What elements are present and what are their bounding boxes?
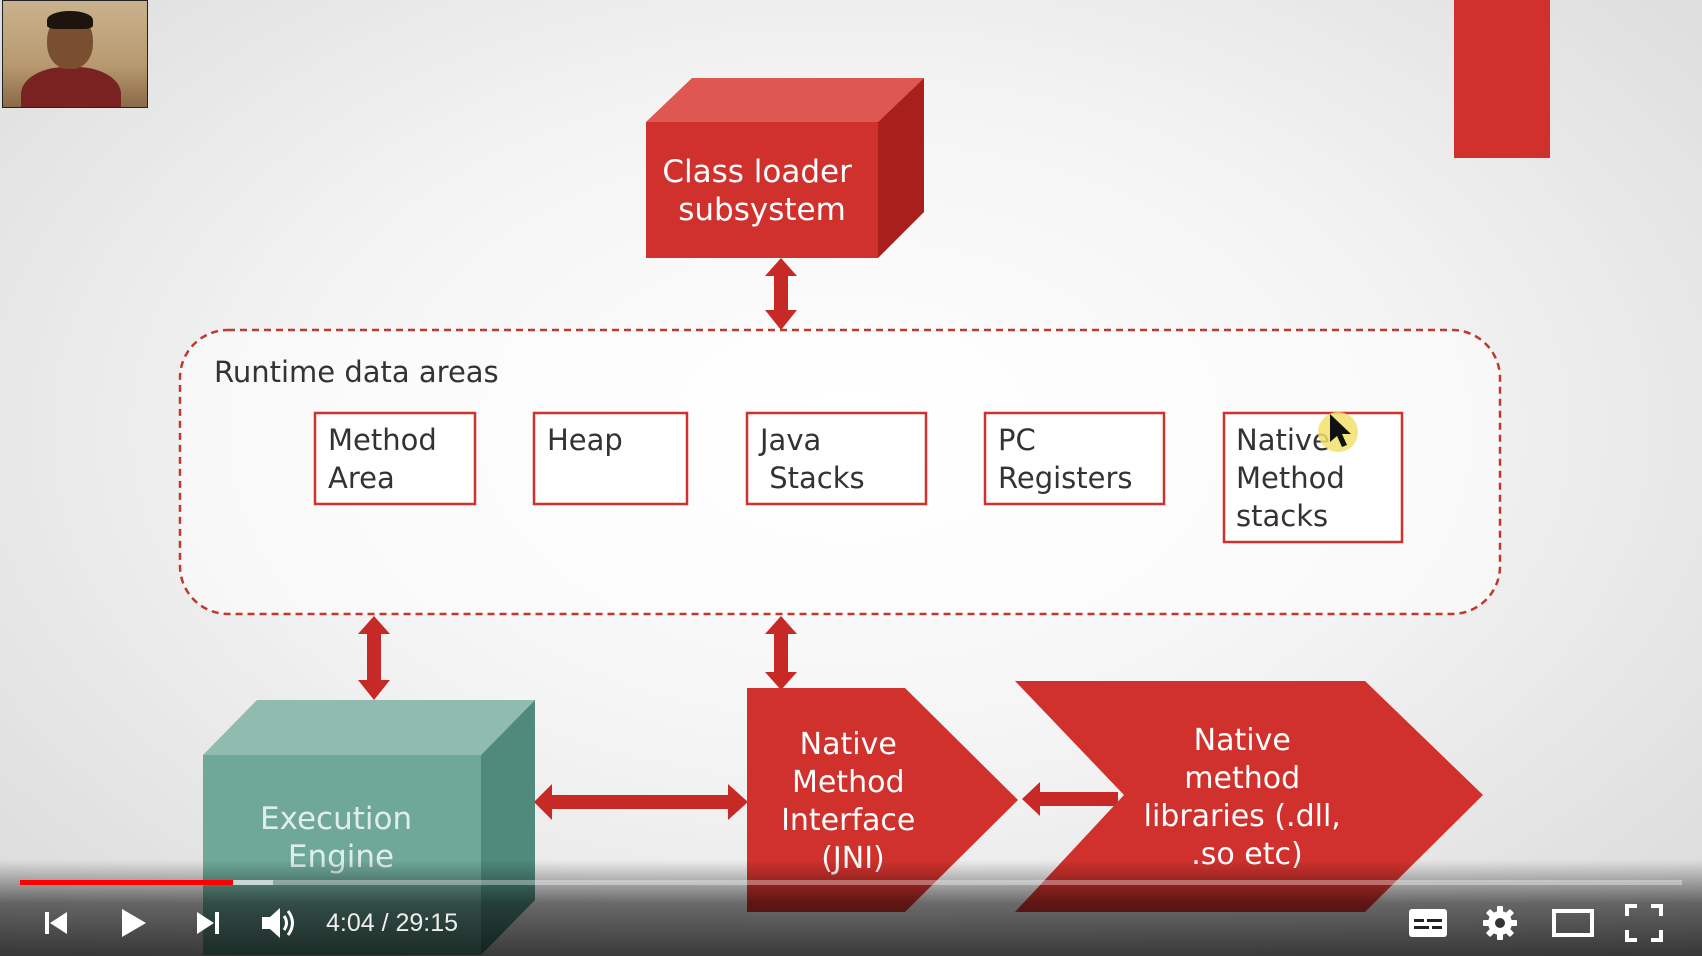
play-icon xyxy=(122,909,146,937)
svg-text:Java Stacks: Java Stacks xyxy=(0,0,929,495)
slide-decor-rect xyxy=(1454,0,1550,158)
play-button[interactable] xyxy=(110,900,154,946)
settings-button[interactable] xyxy=(1478,900,1522,946)
previous-button[interactable] xyxy=(36,900,76,946)
previous-icon xyxy=(45,912,67,934)
theater-mode-button[interactable] xyxy=(1550,900,1596,946)
class-loader-label-line1: Class loader xyxy=(662,154,852,190)
method-area-box: Method Area xyxy=(313,411,477,506)
fullscreen-icon xyxy=(1625,904,1663,942)
mouse-cursor-icon xyxy=(1318,412,1358,452)
arrow-runtime-execution xyxy=(358,616,390,700)
webcam-thumbnail xyxy=(2,0,148,108)
theater-mode-icon xyxy=(1552,909,1594,937)
volume-icon xyxy=(262,908,294,938)
svg-text:Method Area: Method Area xyxy=(328,423,446,495)
java-stacks-box: Java Stacks xyxy=(0,0,929,506)
runtime-data-areas-title: Runtime data areas xyxy=(214,355,499,389)
heap-box: Heap xyxy=(532,411,689,506)
svg-text:PC Registers: PC Registers xyxy=(998,423,1133,495)
settings-icon xyxy=(1483,906,1517,940)
class-loader-label-line2: subsystem xyxy=(678,192,846,228)
svg-text:Native Method: Native Method stacks xyxy=(1236,423,1354,533)
arrow-libraries-jni xyxy=(1022,782,1118,816)
presenter-shirt xyxy=(21,67,121,107)
volume-button[interactable] xyxy=(256,900,302,946)
fullscreen-button[interactable] xyxy=(1622,900,1666,946)
arrow-execution-jni xyxy=(534,784,748,820)
next-button[interactable] xyxy=(188,900,228,946)
subtitles-button[interactable] xyxy=(1406,900,1450,946)
subtitles-icon xyxy=(1409,909,1447,937)
next-icon xyxy=(197,912,219,934)
arrow-runtime-jni xyxy=(765,616,797,690)
presenter-hair xyxy=(47,11,93,29)
progress-bar[interactable] xyxy=(20,880,1682,885)
time-display: 4:04 / 29:15 xyxy=(326,909,459,937)
pc-registers-box: PC Registers xyxy=(983,411,1166,506)
svg-text:Native method: Native method libraries (.dll, .so etc) xyxy=(1144,723,1351,872)
player-controls-bar xyxy=(0,860,1702,956)
native-method-stacks-box: Native Method stacks xyxy=(1222,411,1404,544)
svg-text:Class loader subsystem: Class loader subsystem xyxy=(662,154,861,228)
progress-played xyxy=(20,880,233,885)
svg-text:Heap: Heap xyxy=(547,423,623,457)
native-libraries-shape: Native method libraries (.dll, .so etc) xyxy=(1015,681,1483,912)
class-loader-box: Class loader subsystem xyxy=(646,78,924,258)
svg-text:Execution Engine: Execution Engine xyxy=(260,801,422,875)
arrow-classloader-runtime xyxy=(765,258,797,330)
